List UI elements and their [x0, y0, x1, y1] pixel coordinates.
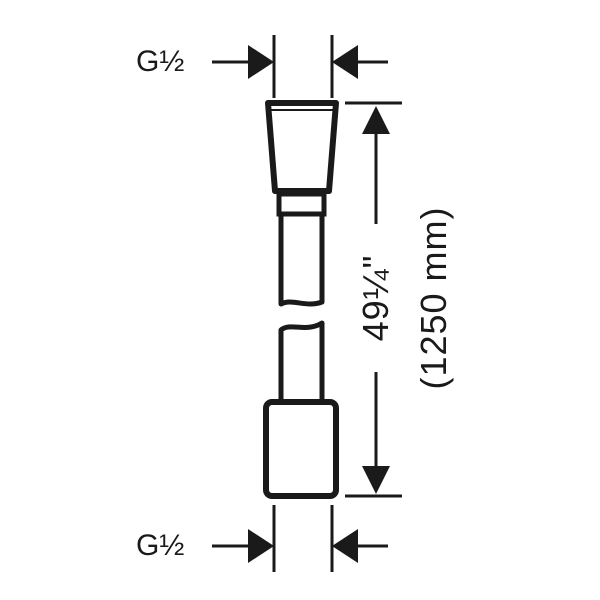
- length-metric-label: (1250 mm): [413, 206, 454, 389]
- hose-top-ferrule: [276, 191, 327, 217]
- thread-callout-top: G½: [136, 35, 388, 98]
- thread-callout-bottom: G½: [136, 505, 388, 572]
- dimension-arrowhead-top: [362, 106, 390, 134]
- dimension-arrowhead-bottom: [362, 466, 390, 494]
- length-dimension: 49¼" (1250 mm): [345, 101, 454, 498]
- thread-label-bottom: G½: [136, 529, 184, 562]
- thread-arrowhead-right-bottom: [332, 529, 358, 563]
- thread-label-top: G½: [136, 45, 184, 78]
- length-imperial-label: 49¼": [355, 255, 396, 342]
- hose-tube-lower: [278, 320, 325, 400]
- thread-arrowhead-left-top: [248, 45, 274, 79]
- thread-arrowhead-left-bottom: [248, 529, 274, 563]
- thread-arrowhead-right-top: [332, 45, 358, 79]
- hose-top-nut: [265, 100, 339, 194]
- hose-bottom-nut: [263, 399, 339, 499]
- top-nut-outline: [265, 100, 339, 194]
- hose-tube-upper: [278, 214, 325, 307]
